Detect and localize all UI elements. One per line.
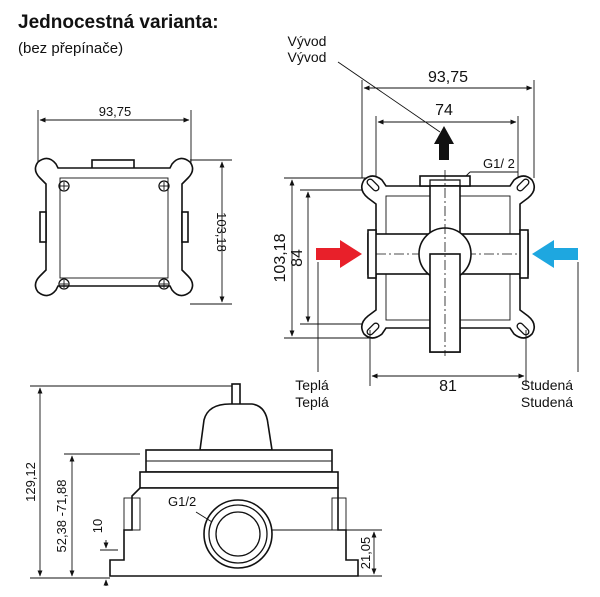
rv-outer-height-dim: 103,18: [272, 233, 289, 282]
sv-thread-leader: [195, 511, 213, 523]
rv-bottom-width-dim: 81: [439, 378, 457, 395]
rv-inner-height-dim: 84: [289, 249, 306, 267]
right-view: Vývod Vývod 93,75 74 G1/ 2: [272, 33, 579, 410]
sv-port-outer: [203, 499, 273, 569]
cold-label-1: Studená: [521, 377, 573, 393]
front-width-dim: 93,75: [99, 104, 132, 119]
page-subtitle: (bez přepínače): [18, 40, 124, 57]
rv-right-port: [519, 229, 529, 279]
front-left-stub: [39, 211, 47, 243]
hot-label-1: Teplá: [295, 377, 329, 393]
sv-range-dim: 52,38 -71,88: [54, 479, 69, 552]
sv-thread-label: G1/2: [168, 494, 196, 509]
rv-outer-width-dim: 93,75: [428, 69, 468, 86]
front-height-dim: 103,18: [214, 212, 229, 252]
rv-ear-slots: [366, 178, 530, 336]
cold-label-2: Studená: [521, 394, 573, 410]
rv-left-port: [367, 229, 377, 279]
sv-left-lug: [123, 497, 141, 531]
front-body: [34, 157, 194, 297]
side-view: 129,12 52,38 -71,88 10: [23, 383, 382, 586]
hot-label-2: Teplá: [295, 394, 329, 410]
sv-port-mid: [208, 504, 268, 564]
cold-water-arrow: [532, 240, 578, 268]
sv-port-inner: [215, 511, 261, 557]
front-view: 93,75 103,18: [34, 104, 232, 305]
hot-water-arrow: [316, 240, 362, 268]
outlet-arrow: [434, 126, 454, 160]
outlet-label-1: Vývod: [288, 33, 327, 49]
outlet-label-2: Vývod: [288, 49, 327, 65]
sv-port-height-dim: 21,05: [358, 537, 373, 570]
rv-thread-label: G1/ 2: [483, 156, 515, 171]
sv-small-dim: 10: [90, 519, 105, 533]
rv-inner-width-dim: 74: [435, 102, 453, 119]
front-inner-rect: [59, 177, 169, 279]
page-title: Jednocestná varianta:: [18, 12, 219, 33]
front-screw-holes: [58, 180, 170, 290]
sv-cap: [199, 403, 273, 451]
front-right-stub: [181, 211, 189, 243]
outlet-leader-line: [337, 61, 441, 133]
sv-total-height-dim: 129,12: [23, 462, 38, 502]
sv-guard-flange: [139, 471, 339, 489]
